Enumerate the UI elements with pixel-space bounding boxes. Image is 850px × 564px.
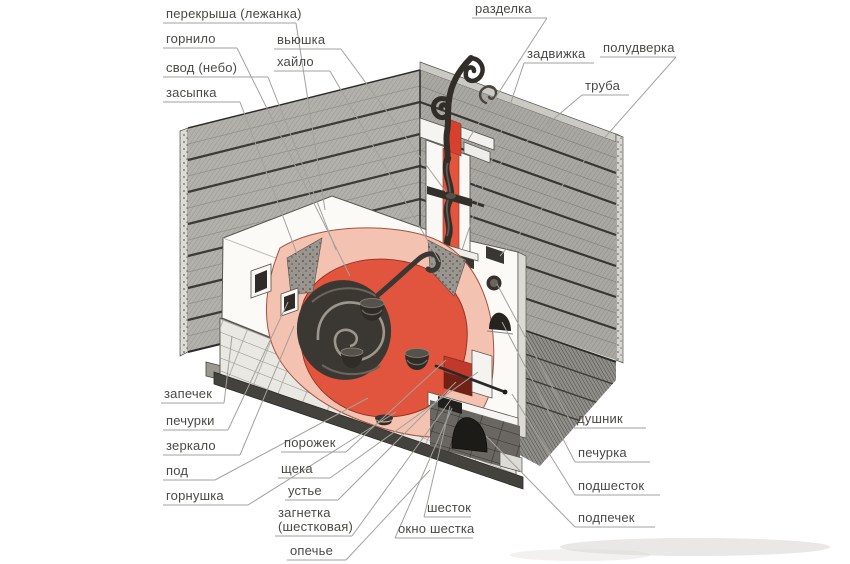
label-shestok: шесток — [423, 405, 471, 518]
label-podpechek: подпечек — [485, 435, 655, 528]
label-text-pechurki: печурки — [166, 413, 215, 428]
leader-line-perekrysha — [295, 22, 326, 211]
label-text-okno_shestka: окно шестка — [398, 521, 475, 536]
label-text-dushnik: душник — [577, 411, 623, 426]
label-gornushka: горнушка — [163, 411, 397, 506]
leader-line-podshestok — [511, 393, 576, 496]
label-zasypka: засыпка — [163, 85, 301, 263]
label-pod: под — [163, 397, 369, 481]
label-pechurka: печурка — [501, 321, 650, 463]
label-ustye: устье — [285, 381, 457, 501]
label-dushnik: душник — [496, 283, 646, 429]
vyushka-plate — [427, 186, 485, 208]
leader-line-ustye — [337, 381, 457, 501]
leader-line-truba — [474, 94, 583, 186]
leader-line-dushnik — [496, 283, 575, 429]
label-text-zapechek: запечек — [164, 386, 212, 401]
leader-line-razdelka — [467, 17, 548, 141]
label-text-pechurka: печурка — [578, 445, 627, 460]
label-text-zadvizhka: задвижка — [527, 46, 586, 61]
label-text-shcheka: щека — [281, 461, 313, 476]
leader-line-podpechek — [485, 435, 576, 528]
label-text-pod: под — [166, 463, 188, 478]
leader-line-poludverka — [499, 56, 677, 257]
pot — [359, 298, 385, 321]
label-text-razdelka: разделка — [475, 1, 532, 16]
label-text-ustye: устье — [288, 483, 322, 498]
label-shcheka: щека — [278, 371, 479, 479]
label-text-podpechek: подпечек — [578, 510, 635, 525]
label-text-svod: свод (небо) — [166, 60, 237, 75]
leader-line-porozhek — [345, 359, 447, 453]
label-truba: труба — [474, 78, 629, 186]
label-text-truba: труба — [585, 78, 621, 93]
pot — [340, 347, 364, 368]
leader-line-gornushka — [247, 411, 397, 506]
podpechek-arch — [451, 417, 488, 453]
leader-line-zagnetka — [351, 397, 453, 537]
leader-line-zerkalo — [239, 325, 295, 456]
label-porozhek: порожек — [281, 359, 447, 453]
zasypka-fill — [286, 237, 467, 297]
label-svod: свод (небо) — [163, 60, 337, 251]
podshestok-slot — [438, 396, 462, 414]
label-zerkalo: зеркало — [163, 325, 295, 456]
label-zapechek: запечек — [161, 335, 233, 404]
label-text-gornilo: горнило — [166, 31, 216, 46]
label-perekrysha: перекрыша (лежанка) — [163, 6, 326, 211]
label-text-opechye: опечье — [290, 543, 333, 558]
label-zadvizhka: задвижка — [461, 46, 594, 251]
label-text-zagnetka: загнетка(шестковая) — [278, 505, 353, 534]
label-text-gornushka: горнушка — [166, 488, 224, 503]
floor-shadow — [510, 538, 830, 561]
leader-line-pechurka — [501, 321, 576, 463]
razdelka-cornice — [460, 126, 495, 151]
label-text-zerkalo: зеркало — [166, 438, 216, 453]
label-zagnetka: загнетка(шестковая) — [275, 397, 453, 537]
base-right-dark-brick — [430, 396, 523, 473]
label-text-shestok: шесток — [427, 500, 471, 515]
label-text-perekrysha: перекрыша (лежанка) — [166, 6, 302, 21]
pechurka-niche-right — [489, 312, 511, 331]
label-poludverka: полудверка — [499, 40, 677, 257]
label-opechye: опечье — [287, 469, 431, 561]
label-text-porozhek: порожек — [284, 435, 336, 450]
label-khaylo: хайло — [274, 54, 441, 263]
poker-rod — [434, 364, 507, 394]
leader-line-opechye — [345, 469, 431, 561]
leader-line-svod — [267, 76, 337, 251]
label-text-khaylo: хайло — [277, 54, 314, 69]
label-text-zasypka: засыпка — [166, 85, 217, 100]
label-text-podshestok: подшесток — [578, 478, 644, 493]
leader-line-zadvizhka — [461, 62, 525, 251]
right-face-fittings — [486, 246, 514, 335]
leader-line-vyushka — [340, 48, 447, 193]
label-podshestok: подшесток — [511, 393, 660, 496]
pot — [404, 348, 430, 370]
poludverka-door — [486, 246, 504, 264]
callout-labels-layer: перекрыша (лежанка) горнило свод (небо) зас… — [161, 1, 677, 561]
label-text-vyushka: вьюшка — [277, 32, 326, 47]
label-okno_shestka: окно шестка — [394, 407, 475, 539]
leader-line-okno_shestka — [394, 407, 453, 539]
label-text-poludverka: полудверка — [603, 40, 675, 55]
pechurki-niches — [250, 263, 299, 317]
leader-line-zasypka — [239, 101, 301, 263]
label-vyushka: вьюшка — [274, 32, 447, 193]
leader-line-pechurki — [227, 301, 289, 431]
label-razdelka: разделка — [467, 1, 548, 141]
label-pechurki: печурки — [163, 301, 289, 431]
leader-line-zapechek — [223, 335, 233, 404]
leader-line-shestok — [423, 405, 451, 518]
leader-line-khaylo — [329, 70, 441, 263]
leader-line-shcheka — [329, 371, 479, 479]
leader-line-pod — [214, 397, 369, 481]
smoke-curls — [430, 55, 498, 163]
cast-iron-pots — [340, 298, 430, 426]
